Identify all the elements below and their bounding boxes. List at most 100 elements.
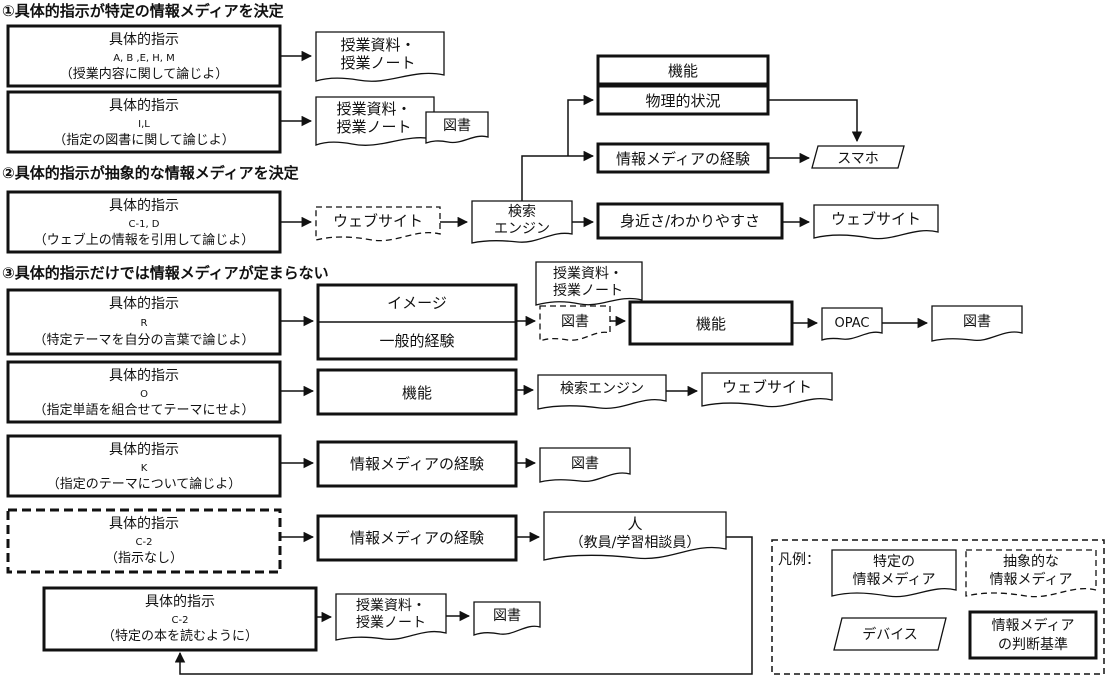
svg-text:図書: 図書	[963, 314, 991, 330]
svg-text:授業ノート: 授業ノート	[553, 283, 623, 299]
instruction-box-o: 具体的指示 O （指定単語を組合せてテーマにせよ）	[6, 360, 282, 424]
legend-title: 凡例：	[778, 552, 820, 568]
svg-text:ウェブサイト: ウェブサイト	[722, 378, 812, 396]
svg-text:具体的指示: 具体的指示	[109, 516, 179, 532]
section-heading-3: ③具体的指示だけでは情報メディアが定まらない	[2, 264, 329, 282]
svg-text:デバイス: デバイス	[862, 626, 918, 643]
svg-text:スマホ: スマホ	[837, 151, 879, 167]
svg-text:情報メディア: 情報メディア	[852, 571, 935, 588]
instruction-box-k: 具体的指示 K （指定のテーマについて論じよ）	[6, 434, 282, 498]
svg-text:授業資料・: 授業資料・	[553, 266, 623, 282]
svg-text:授業ノート: 授業ノート	[356, 615, 426, 631]
section-heading-1: ①具体的指示が特定の情報メディアを決定	[2, 2, 284, 20]
svg-text:（指定の図書に関して論じよ）: （指定の図書に関して論じよ）	[53, 132, 235, 148]
criteria-function: 機能	[628, 300, 794, 346]
svg-text:特定の: 特定の	[873, 554, 915, 570]
svg-text:（授業内容に関して論じよ）: （授業内容に関して論じよ）	[60, 66, 229, 82]
svg-text:図書: 図書	[493, 608, 521, 624]
svg-text:機能: 機能	[668, 62, 698, 80]
svg-text:機能: 機能	[402, 384, 432, 402]
instruction-box-c1d: 具体的指示 C-1, D （ウェブ上の情報を引用して論じよ）	[6, 190, 282, 254]
media-website-abstract: ウェブサイト	[315, 206, 441, 242]
media-lecture-materials: 授業資料・ 授業ノート	[535, 261, 643, 306]
device-smartphone: スマホ	[811, 145, 905, 169]
criteria-function: 機能	[316, 368, 518, 416]
svg-text:具体的指示: 具体的指示	[109, 32, 179, 48]
svg-text:（ウェブ上の情報を引用して論じよ）: （ウェブ上の情報を引用して論じよ）	[34, 232, 255, 248]
svg-text:一般的経験: 一般的経験	[379, 332, 454, 350]
svg-text:A, B ,E, H, M: A, B ,E, H, M	[113, 53, 175, 64]
svg-text:K: K	[141, 463, 148, 474]
svg-text:授業資料・: 授業資料・	[340, 36, 415, 54]
svg-text:O: O	[140, 389, 148, 400]
svg-text:授業資料・: 授業資料・	[356, 598, 426, 614]
svg-text:情報メディア: 情報メディア	[991, 617, 1074, 634]
svg-text:イメージ: イメージ	[387, 294, 447, 312]
svg-text:（指示なし）: （指示なし）	[105, 551, 183, 566]
media-books-abstract: 図書	[539, 305, 611, 342]
media-books: 図書	[425, 111, 489, 144]
svg-text:授業ノート: 授業ノート	[336, 118, 411, 136]
svg-text:身近さ/わかりやすさ: 身近さ/わかりやすさ	[620, 212, 760, 230]
instruction-box-abehm: 具体的指示 A, B ,E, H, M （授業内容に関して論じよ）	[6, 24, 282, 88]
svg-text:情報メディアの経験: 情報メディアの経験	[350, 455, 484, 473]
svg-text:検索エンジン: 検索エンジン	[560, 380, 644, 397]
svg-text:機能: 機能	[696, 315, 726, 333]
criteria-image-general-experience: イメージ 一般的経験	[316, 283, 518, 361]
svg-text:C-1, D: C-1, D	[128, 219, 159, 230]
svg-text:具体的指示: 具体的指示	[109, 368, 179, 384]
svg-text:検索: 検索	[508, 203, 536, 220]
instruction-box-r: 具体的指示 R （特定テーマを自分の言葉で論じよ）	[6, 288, 282, 356]
svg-text:ウェブサイト: ウェブサイト	[831, 210, 921, 228]
svg-text:具体的指示: 具体的指示	[109, 442, 179, 458]
svg-text:（指定単語を組合せてテーマにせよ）: （指定単語を組合せてテーマにせよ）	[33, 402, 254, 418]
media-lecture-materials: 授業資料・ 授業ノート	[315, 31, 445, 82]
svg-text:物理的状況: 物理的状況	[645, 92, 720, 110]
media-opac: OPAC	[821, 307, 883, 341]
media-website: ウェブサイト	[813, 204, 939, 240]
svg-text:授業ノート: 授業ノート	[340, 54, 415, 72]
criteria-media-experience: 情報メディアの経験	[596, 142, 770, 174]
svg-text:OPAC: OPAC	[835, 316, 870, 331]
legend-specific-media: 特定の 情報メディア	[831, 549, 957, 598]
legend: 凡例： 特定の 情報メディア 抽象的な 情報メディア デバイス 情報メディア の…	[771, 539, 1105, 675]
svg-text:具体的指示: 具体的指示	[145, 594, 215, 610]
instruction-box-il: 具体的指示 I,L （指定の図書に関して論じよ）	[6, 90, 282, 154]
svg-text:情報メディア: 情報メディア	[989, 571, 1072, 588]
svg-text:（特定テーマを自分の言葉で論じよ）: （特定テーマを自分の言葉で論じよ）	[33, 332, 254, 348]
svg-text:（教員/学習相談員）: （教員/学習相談員）	[570, 535, 701, 551]
svg-text:エンジン: エンジン	[494, 221, 550, 237]
criteria-physical-situation: 物理的状況	[596, 84, 770, 116]
svg-text:C-2: C-2	[136, 537, 153, 548]
svg-text:図書: 図書	[561, 314, 589, 330]
criteria-media-experience: 情報メディアの経験	[316, 514, 518, 562]
instruction-box-c2-none: 具体的指示 C-2 （指示なし）	[6, 508, 282, 574]
svg-text:具体的指示: 具体的指示	[109, 198, 179, 214]
media-website: ウェブサイト	[701, 372, 833, 408]
svg-text:具体的指示: 具体的指示	[109, 296, 179, 312]
legend-abstract-media: 抽象的な 情報メディア	[965, 549, 1097, 598]
media-books: 図書	[931, 305, 1023, 342]
svg-text:人: 人	[627, 515, 642, 533]
svg-text:図書: 図書	[443, 118, 471, 134]
legend-device: デバイス	[833, 617, 947, 651]
criteria-media-experience: 情報メディアの経験	[316, 440, 518, 488]
criteria-familiarity: 身近さ/わかりやすさ	[596, 202, 784, 240]
svg-text:R: R	[141, 318, 148, 329]
media-person: 人 （教員/学習相談員）	[543, 511, 727, 561]
media-books: 図書	[539, 447, 631, 483]
media-lecture-materials: 授業資料・ 授業ノート	[335, 593, 447, 641]
media-search-engine: 検索エンジン	[537, 374, 667, 410]
svg-text:の判断基準: の判断基準	[998, 636, 1068, 653]
svg-text:C-2: C-2	[172, 615, 189, 626]
svg-text:授業資料・: 授業資料・	[336, 100, 411, 118]
section-heading-2: ②具体的指示が抽象的な情報メディアを決定	[2, 164, 299, 182]
svg-text:情報メディアの経験: 情報メディアの経験	[616, 150, 750, 168]
svg-text:I,L: I,L	[138, 119, 150, 130]
svg-text:（特定の本を読むように）: （特定の本を読むように）	[102, 628, 258, 644]
legend-criteria: 情報メディア の判断基準	[968, 610, 1098, 660]
media-lecture-materials: 授業資料・ 授業ノート	[315, 96, 435, 146]
svg-text:具体的指示: 具体的指示	[109, 98, 179, 114]
svg-text:ウェブサイト: ウェブサイト	[333, 212, 423, 230]
